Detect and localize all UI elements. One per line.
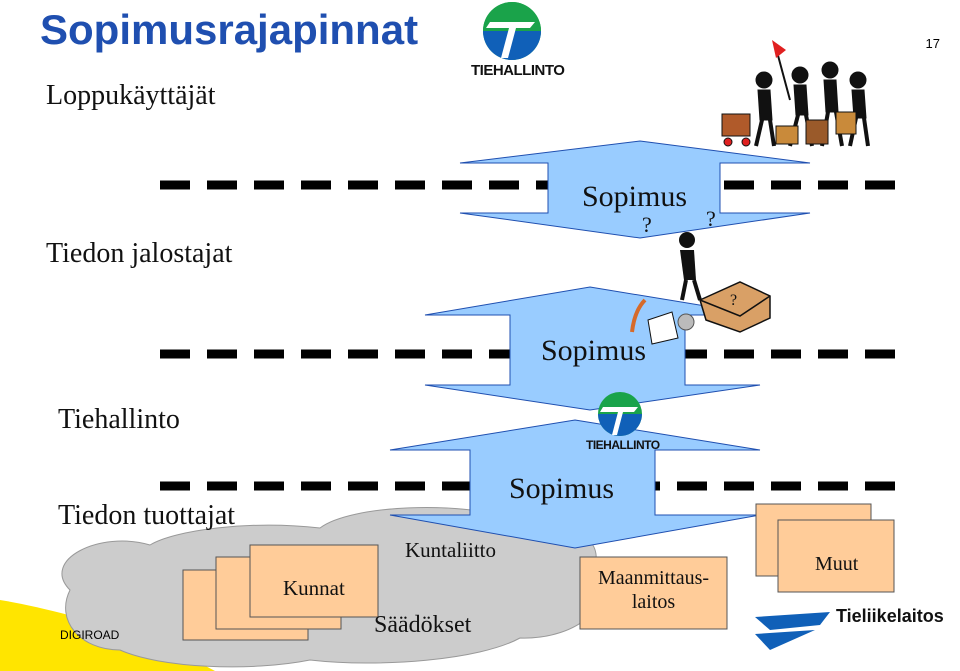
layer-label-refiners: Tiedon jalostajat [46,238,233,269]
contract-label-middle: Sopimus [541,334,647,367]
slide-title: Sopimusrajapinnat [40,6,419,53]
layer-label-producers: Tiedon tuottajat [58,500,236,531]
tiehallinto-logo-top [483,2,541,60]
svg-text:?: ? [642,212,652,237]
association-label: Kuntaliitto [405,538,496,562]
others-label: Muut [815,553,859,575]
others-box-front [777,519,895,593]
contract-arrow-bottom [389,419,761,549]
end-users-figures-icon [721,40,870,147]
land-survey-box [579,556,728,630]
svg-text:?: ? [730,292,737,309]
land-survey-label: Maanmittaus- laitos [597,567,710,613]
regulations-label: Säädökset [374,612,472,638]
contract-label-bottom: Sopimus [509,472,615,505]
layer-label-tiehallinto: Tiehallinto [58,404,180,435]
refiner-figure-icon: ? ? ? [630,206,771,345]
municipalities-label: Kunnat [283,576,345,600]
contract-label-top: Sopimus [582,180,688,213]
tieliikelaitos-logo-mark [755,612,830,650]
tieliikelaitos-logo-label: Tieliikelaitos [836,606,944,626]
tiehallinto-logo-mid-label: TIEHALLINTO [586,438,660,452]
contract-arrow-top [459,140,811,239]
svg-text:?: ? [706,206,716,231]
tiehallinto-logo-top-label: TIEHALLINTO [471,62,565,79]
kunnat-box-front [249,544,379,618]
footer-digiroad: DIGIROAD [60,628,120,642]
layer-label-end-users: Loppukäyttäjät [46,80,216,111]
page-number: 17 [925,36,940,51]
tiehallinto-logo-mid [598,392,642,436]
